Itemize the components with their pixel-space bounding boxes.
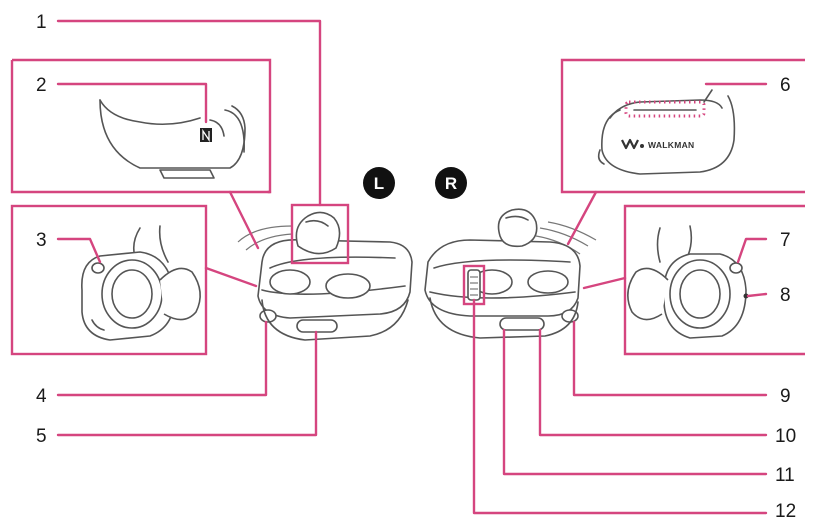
walkman-logo: WALKMAN xyxy=(621,138,694,150)
n-mark-icon xyxy=(200,128,212,143)
right-badge: R xyxy=(435,167,467,199)
highlight-box-eartip xyxy=(290,203,350,265)
right-earbud-main xyxy=(424,208,597,339)
leader-8 xyxy=(746,292,768,298)
detail-box-right-earpiece xyxy=(623,204,805,356)
callout-2: 2 xyxy=(36,75,47,96)
left-badge: L xyxy=(363,167,395,199)
leader-box2-to-bud xyxy=(228,190,260,250)
callout-1: 1 xyxy=(36,12,47,33)
leader-10 xyxy=(538,328,768,437)
leader-4 xyxy=(56,320,268,397)
leader-3 xyxy=(56,237,102,264)
walkman-logo-text: WALKMAN xyxy=(648,140,694,150)
callout-12: 12 xyxy=(775,501,796,519)
leader-12 xyxy=(472,298,768,515)
callout-3: 3 xyxy=(36,230,47,251)
leader-5 xyxy=(56,330,318,437)
leader-box78-to-bud xyxy=(582,276,627,290)
leader-box3-to-bud xyxy=(204,266,258,288)
left-earbud-main xyxy=(237,211,413,341)
callout-5: 5 xyxy=(36,426,47,447)
callout-9: 9 xyxy=(780,386,791,407)
detail-box-left-earpiece xyxy=(10,204,208,356)
leader-9 xyxy=(572,320,768,397)
callout-numbers: 1 2 3 4 5 6 7 8 9 10 11 12 xyxy=(36,12,796,519)
leader-lines xyxy=(56,19,768,515)
callout-6: 6 xyxy=(780,75,791,96)
callout-4: 4 xyxy=(36,386,47,407)
callout-11: 11 xyxy=(775,465,795,486)
leader-11 xyxy=(502,328,768,476)
detail-box-nfc xyxy=(10,58,272,194)
leader-2 xyxy=(56,82,208,124)
detail-box-walkman: WALKMAN xyxy=(560,58,805,194)
leader-7 xyxy=(736,237,768,264)
highlight-box-contacts xyxy=(462,264,486,306)
callout-8: 8 xyxy=(780,285,791,306)
leader-box6-to-bud xyxy=(566,190,598,246)
right-badge-label: R xyxy=(445,174,457,193)
callout-7: 7 xyxy=(780,230,791,251)
left-badge-label: L xyxy=(374,174,384,193)
leader-1 xyxy=(56,19,322,207)
callout-10: 10 xyxy=(775,426,796,447)
